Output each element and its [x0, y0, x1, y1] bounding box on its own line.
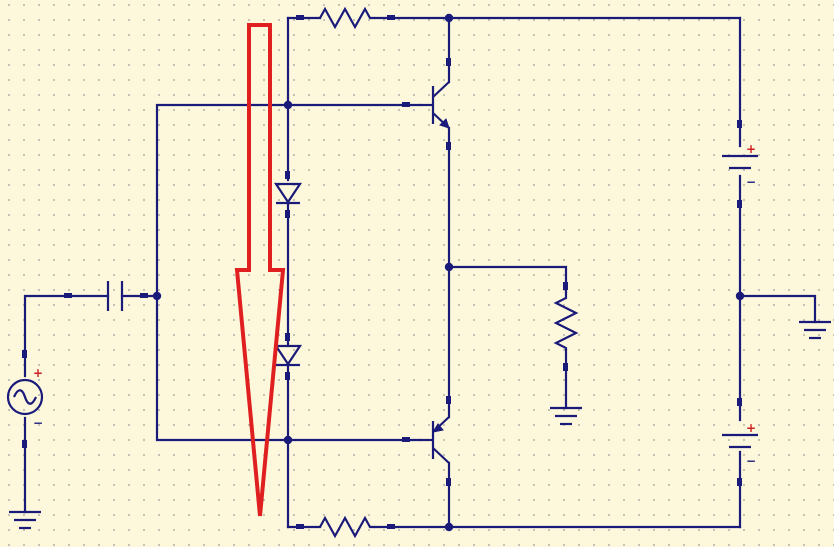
- battery-bottom-minus-label: −: [746, 454, 756, 468]
- load-resistor[interactable]: [553, 292, 579, 350]
- battery-top[interactable]: [722, 154, 758, 170]
- node-base-top: [283, 100, 293, 110]
- bias-diode-upper[interactable]: [273, 182, 303, 205]
- wire-supply-ground: [738, 294, 817, 324]
- node-bottom-collector: [444, 522, 454, 532]
- node-supply-mid: [735, 291, 745, 301]
- wires: [23, 16, 817, 529]
- bias-resistor-top[interactable]: [319, 6, 375, 30]
- node-input: [152, 291, 162, 301]
- coupling-capacitor[interactable]: [106, 281, 124, 311]
- battery-top-plus-label: +: [746, 142, 756, 156]
- ground-supply-icon: [799, 320, 831, 340]
- source-minus-label: −: [33, 416, 43, 430]
- node-output: [444, 262, 454, 272]
- bias-diode-lower[interactable]: [273, 344, 303, 367]
- ground-load-icon: [550, 406, 582, 426]
- arrow-down-icon: [234, 23, 286, 517]
- wire-input-loop: [155, 103, 290, 442]
- battery-bottom-plus-label: +: [746, 421, 756, 435]
- battery-bottom[interactable]: [722, 433, 758, 449]
- npn-transistor[interactable]: [420, 81, 450, 129]
- node-top-collector: [444, 13, 454, 23]
- ac-source[interactable]: [6, 378, 44, 416]
- junction-nodes: [152, 13, 745, 532]
- ground-source-icon: [9, 510, 41, 530]
- wire-source-cap: [23, 294, 110, 378]
- node-base-bottom: [283, 435, 293, 445]
- battery-top-minus-label: −: [746, 175, 756, 189]
- bias-resistor-bottom[interactable]: [319, 515, 375, 539]
- pnp-transistor[interactable]: [420, 416, 450, 464]
- source-plus-label: +: [33, 366, 43, 380]
- pin-markers: [22, 15, 742, 529]
